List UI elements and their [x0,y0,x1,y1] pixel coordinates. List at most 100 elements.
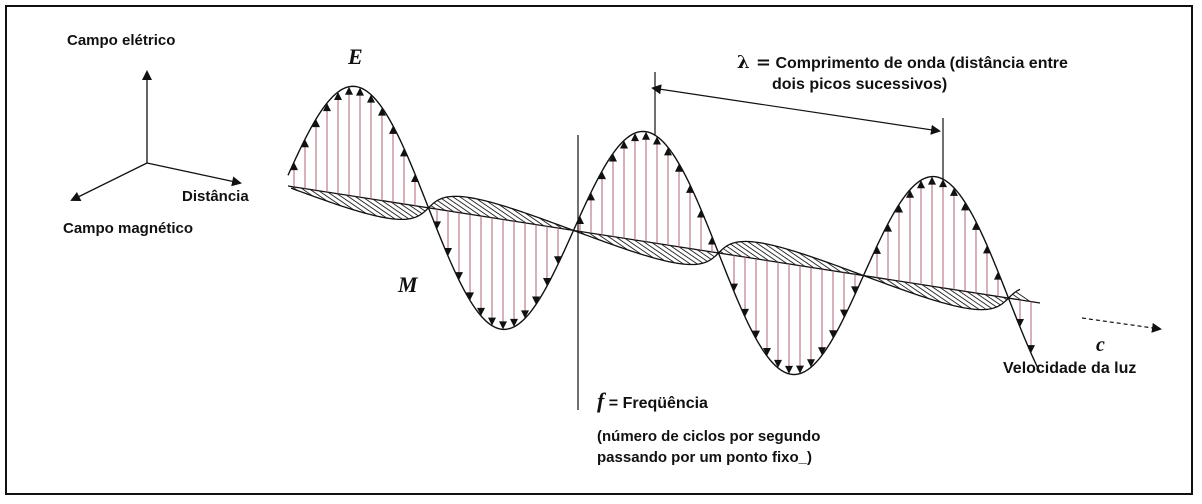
electric-field-arrowhead [972,221,980,230]
magnetic-field-vector [417,205,426,212]
electric-field-arrowhead [950,187,958,196]
magnetic-field-vector [615,236,642,255]
electric-field-arrowhead [521,310,529,319]
electric-field-arrowhead [554,256,562,265]
magnetic-field-vector [633,239,665,262]
electric-field-arrowhead [367,94,375,103]
magnetic-field-vector [408,204,423,215]
electric-field-arrowhead [829,330,837,339]
magnetic-field-vector [722,248,734,256]
electric-field-arrowhead [686,184,694,193]
electric-field-arrowhead [532,296,540,305]
electric-field-arrowhead [345,86,353,95]
magnetic-field-vector [755,241,788,265]
magnetic-field-vector [912,282,942,303]
electric-field-arrowhead [598,171,606,180]
magnetic-field-vector [705,250,715,258]
magnetic-field-vector [747,241,779,263]
magnetic-field-vector [966,291,993,309]
frequency-symbol: f [597,388,605,413]
magnetic-field-vector [885,278,902,290]
magnetic-field-vector [433,202,446,211]
electric-field-arrowhead [334,92,342,101]
magnetic-field-vector [524,212,545,227]
magnetic-field-vector [363,197,396,220]
e-wave-label: E [348,44,363,69]
axes-icon [70,70,242,201]
wavelength-arrow [651,84,941,135]
magnetic-field-vector [606,235,629,251]
magnetic-field-vector [1012,293,1022,301]
electric-field-arrowhead [466,292,474,301]
electric-field-arrowhead [455,272,463,281]
electric-field-arrowhead [642,131,650,140]
electric-field-arrowhead [928,176,936,185]
magnetic-field-curve [290,187,1021,311]
electric-field-arrowhead [675,163,683,172]
magnetic-field-vector [336,193,367,214]
magnetic-field-vector [734,242,761,260]
magnetic-field-vector [740,241,770,262]
magnetic-field-vector [498,204,527,224]
electric-field-arrowhead [477,307,485,316]
magnetic-field-vector [451,196,482,217]
magnetic-field-vector [975,292,997,308]
electric-field-arrowhead [763,347,771,356]
electric-field-arrowhead [356,87,364,96]
electric-field-arrowhead [752,330,760,339]
magnetic-field-vector [798,252,824,270]
electric-field-arrowhead [917,180,925,189]
distance-label: Distância [182,188,249,205]
magnetic-field-vector [597,233,615,246]
magnetic-field-vector [669,245,698,265]
magnetic-field-vector [354,196,387,219]
magnetic-field-vector [894,280,916,295]
magnetic-field-vector [399,203,419,217]
m-wave-label: M [398,272,418,297]
magnetic-field-vector [309,189,328,202]
propagation-axis [287,185,1041,304]
electric-field-arrowhead [631,133,639,142]
magnetic-field-vector [539,217,554,228]
distance-axis [146,162,242,187]
magnetic-field-vector [774,245,806,267]
wavelength-text-1: Comprimento de onda (distância entre [775,55,1068,72]
magnetic-field-vector [1015,291,1031,302]
electric-field-arrowhead [807,359,815,368]
magnetic-field-vector [651,242,684,265]
electric-field-arrowhead [774,359,782,368]
electric-field-arrowhead [785,365,793,374]
electric-field-arrowhead [301,139,309,148]
magnetic-field-vector [1002,296,1008,301]
magnetic-field-vector [993,295,1005,303]
diagram-frame [5,5,1193,495]
magnetic-field-vector [696,249,712,260]
electric-field-arrowhead [961,202,969,211]
magnetic-field-axis [70,162,148,201]
electric-field-arrowhead [873,245,881,254]
lambda-symbol: λ = [737,52,771,73]
magnetic-field-vector [948,288,980,310]
electric-field-arrowhead [323,103,331,112]
magnetic-field-vector [678,246,704,264]
c-symbol: c [1096,334,1105,356]
electric-field-arrowhead [378,107,386,116]
electric-field-label: Campo elétrico [67,32,176,49]
magnetic-field-vector [930,285,963,308]
frequency-desc-1: (número de ciclos por segundo [597,428,821,445]
magnetic-field-vector [327,191,355,211]
speed-of-light-label: Velocidade da luz [1003,360,1137,377]
frequency-label: f = Freqüência [597,388,708,414]
electric-field-arrowhead [543,278,551,287]
electric-field-arrowhead [620,140,628,149]
magnetic-field-wave [290,186,1031,311]
magnetic-field-vector [719,250,725,255]
magnetic-field-vector [381,200,410,220]
magnetic-field-vector [467,196,500,220]
electric-field-arrowhead [939,179,947,188]
magnetic-field-vector [446,196,473,215]
magnetic-field-vector [921,284,953,306]
electric-field-arrowhead [510,318,518,327]
magnetic-field-vector [476,198,509,221]
magnetic-field-vector [458,196,491,218]
